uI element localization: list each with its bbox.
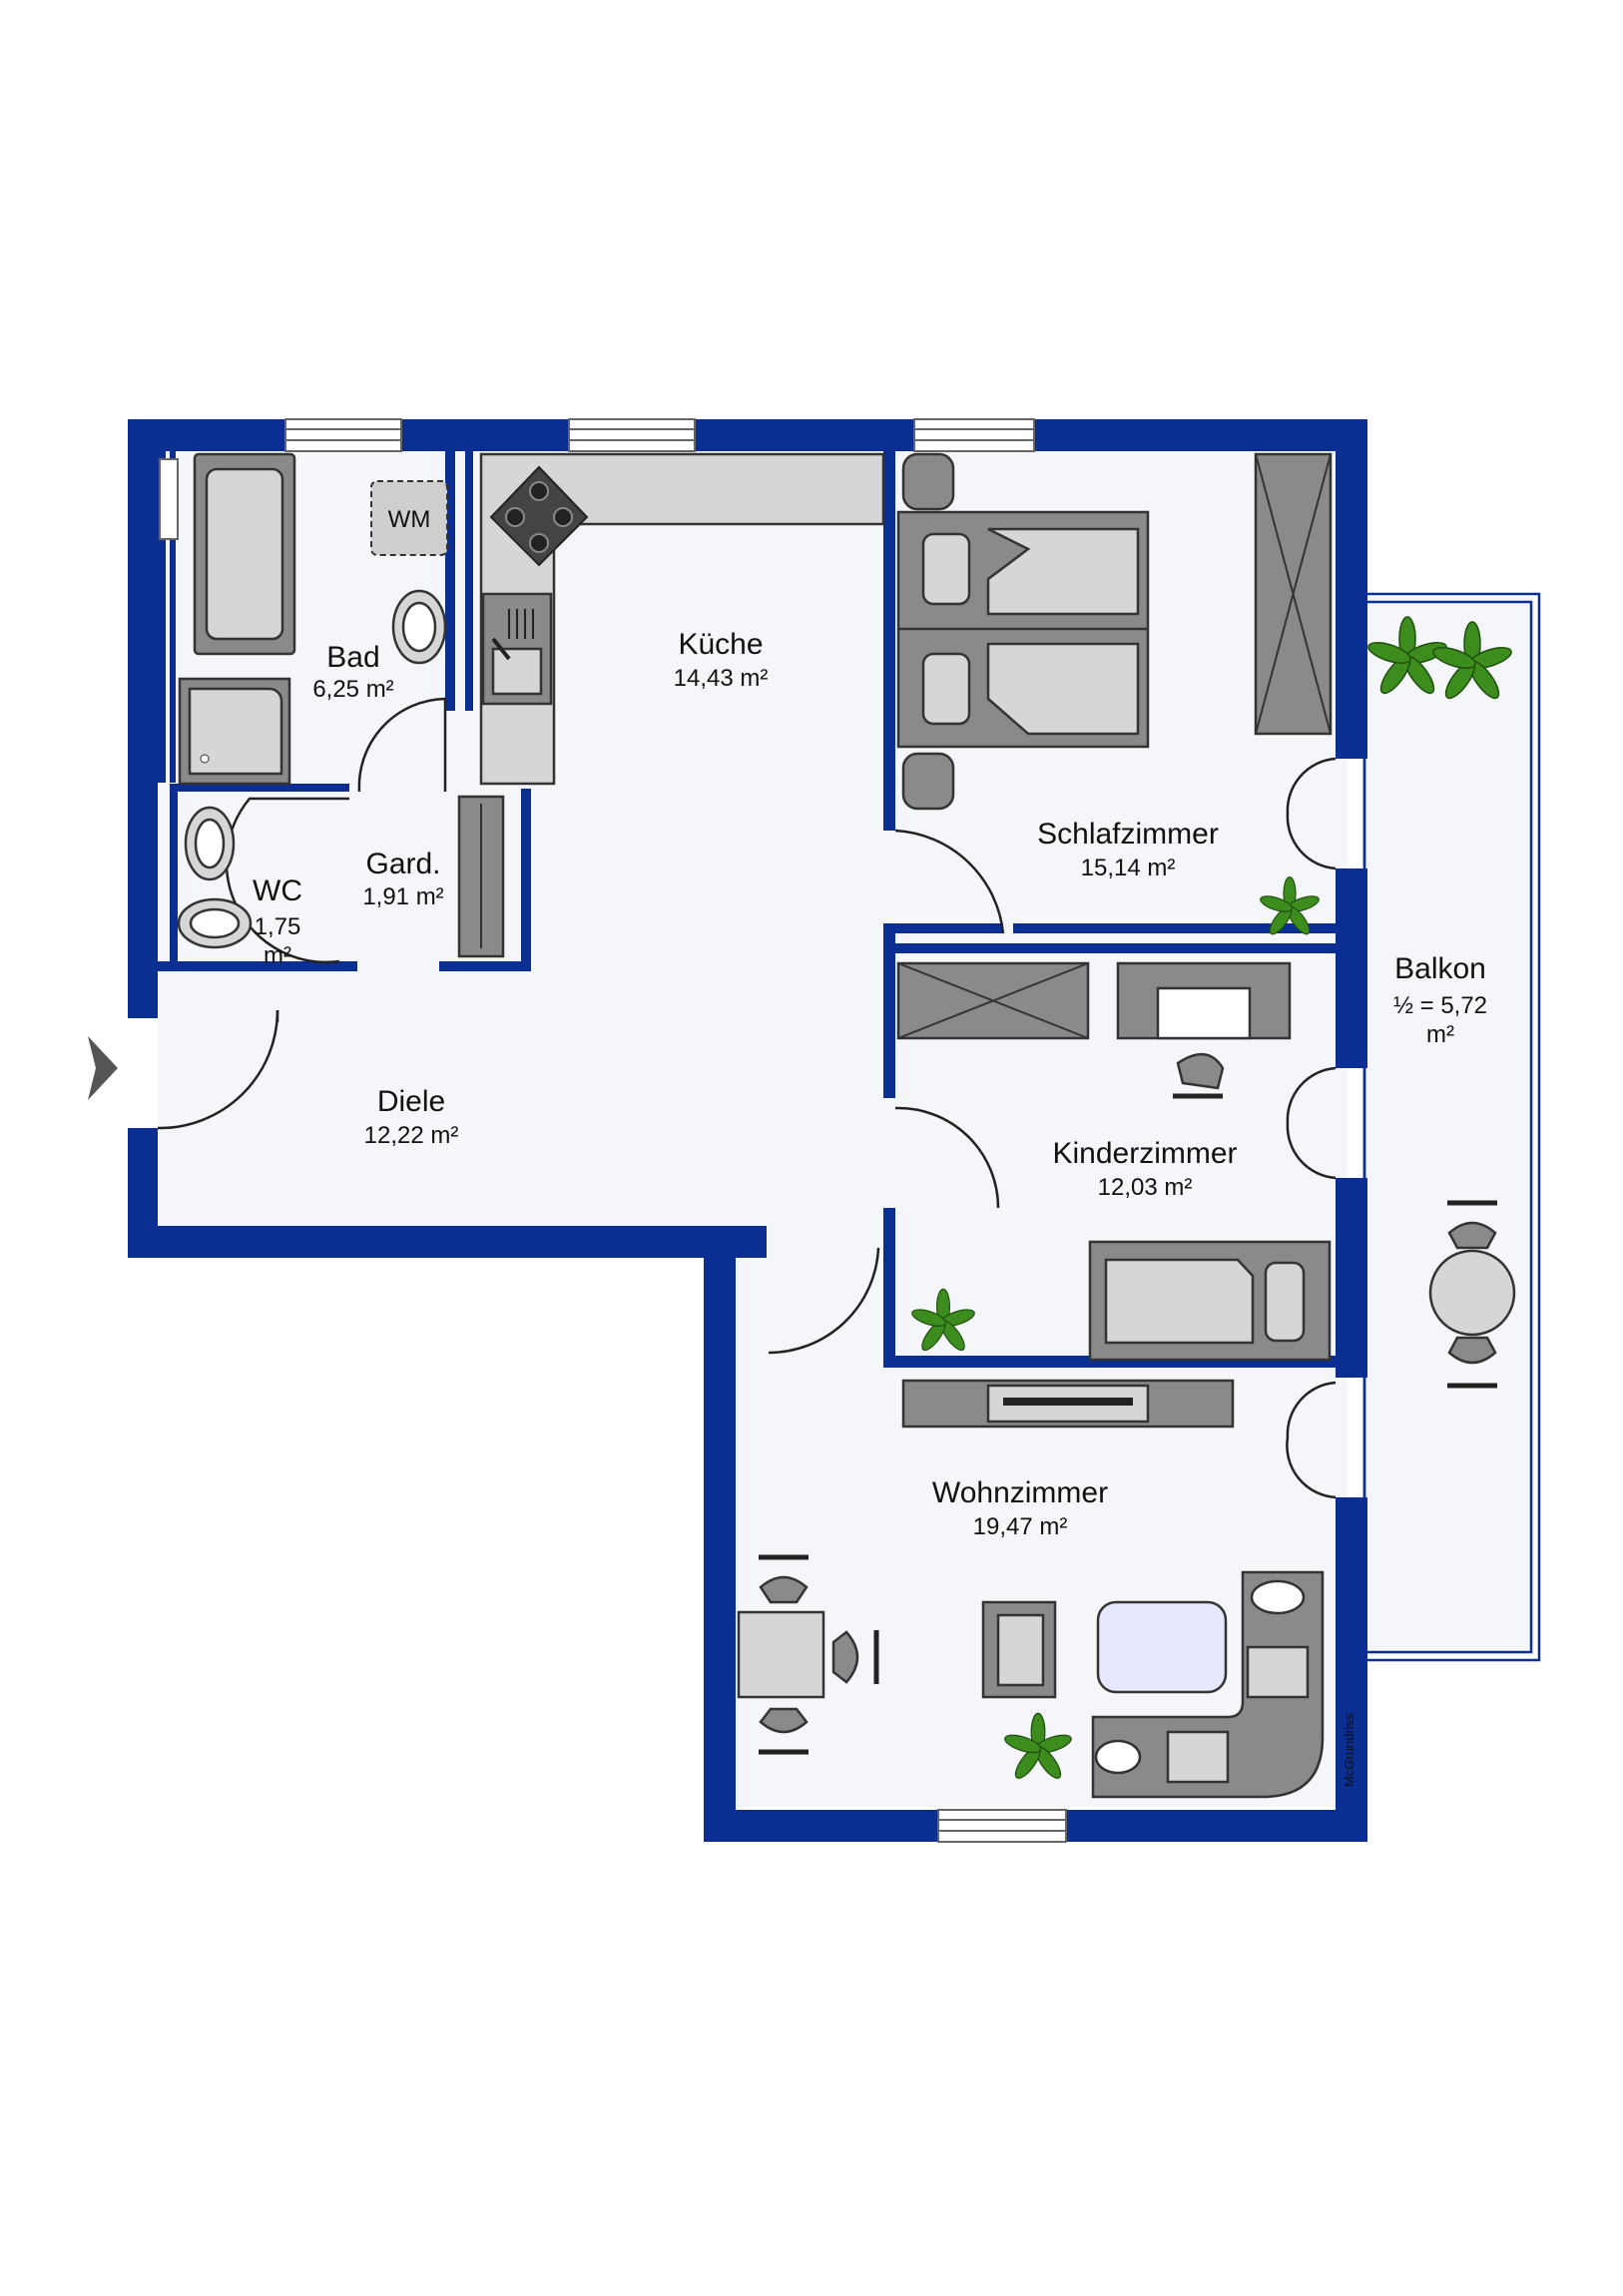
nightstand-bottom	[901, 752, 955, 811]
balcony-door-wohnzimmer	[1286, 1381, 1337, 1499]
dining-chair-top	[759, 1554, 809, 1604]
stove-icon	[489, 465, 589, 567]
window-kueche	[568, 418, 696, 452]
wc-sink	[184, 806, 236, 881]
armchair	[981, 1600, 1057, 1699]
room-label-balkon: Balkon ½ = 5,72 m²	[1393, 952, 1487, 1048]
door-wohnzimmer	[768, 1247, 880, 1355]
nightstand-top	[901, 452, 955, 511]
room-label-gard: Gard. 1,91 m²	[362, 848, 443, 910]
room-area: 14,43 m²	[674, 665, 769, 692]
room-name: Wohnzimmer	[932, 1476, 1108, 1509]
room-labels: Bad 6,25 m² Küche 14,43 m² Schlafzimmer …	[253, 628, 1487, 1540]
room-name: Bad	[326, 641, 379, 674]
entrance-door	[157, 1009, 279, 1130]
wardrobe-schlafzimmer	[1254, 452, 1333, 736]
room-area: 6,25 m²	[312, 676, 393, 703]
doors	[88, 697, 1337, 1499]
room-name: Gard.	[365, 848, 440, 880]
coffee-table	[1096, 1600, 1228, 1694]
wardrobe-kinderzimmer	[896, 961, 1090, 1040]
plant-icon	[911, 1288, 975, 1352]
room-label-diele: Diele 12,22 m²	[364, 1085, 459, 1149]
plant-icon	[1004, 1712, 1072, 1779]
room-label-schlafzimmer: Schlafzimmer 15,14 m²	[1037, 818, 1219, 881]
balcony-chair-top	[1447, 1200, 1497, 1250]
room-name: Kinderzimmer	[1052, 1137, 1237, 1170]
chair-kinderzimmer	[1173, 1053, 1225, 1099]
room-area: 12,22 m²	[364, 1122, 459, 1149]
balcony-door-schlafzimmer	[1286, 757, 1337, 870]
room-area: 1,75	[255, 913, 301, 940]
washing-machine-label: WM	[388, 506, 431, 533]
room-area: 12,03 m²	[1098, 1174, 1193, 1201]
plant-icon	[1260, 875, 1320, 935]
bathtub	[193, 452, 296, 656]
windows	[159, 418, 1067, 1843]
balcony-table	[1428, 1249, 1516, 1337]
wardrobe-gard	[457, 795, 505, 958]
balcony-door-kinderzimmer	[1286, 1066, 1337, 1180]
room-name: Schlafzimmer	[1037, 818, 1219, 851]
entrance-arrow-icon	[88, 1036, 118, 1100]
double-bed	[896, 510, 1150, 749]
room-name: Diele	[377, 1085, 445, 1118]
room-area-unit: m²	[264, 942, 291, 969]
bad-sink	[391, 589, 447, 665]
room-name: WC	[253, 874, 302, 907]
corner-sofa	[1091, 1570, 1325, 1799]
shower	[178, 677, 291, 786]
window-wohnzimmer	[937, 1809, 1067, 1843]
kitchen-sink-icon	[481, 592, 553, 706]
room-area: ½ = 5,72	[1393, 992, 1487, 1019]
room-name: Balkon	[1394, 952, 1486, 985]
dining-table	[737, 1610, 825, 1699]
room-area: 19,47 m²	[973, 1513, 1068, 1540]
credit-label: McGrundriss	[1342, 1713, 1356, 1787]
room-area-unit: m²	[1426, 1021, 1454, 1048]
room-label-wohnzimmer: Wohnzimmer 19,47 m²	[932, 1476, 1108, 1540]
door-schlafzimmer	[894, 829, 1005, 934]
plant-icon	[1367, 616, 1447, 695]
room-name: Küche	[678, 628, 763, 661]
washing-machine: WM	[370, 480, 448, 556]
room-area: 1,91 m²	[362, 883, 443, 910]
desk-kinderzimmer	[1116, 961, 1292, 1040]
tv-sideboard	[901, 1379, 1235, 1429]
plant-icon	[1432, 621, 1512, 700]
room-label-kueche: Küche 14,43 m²	[674, 628, 769, 692]
balcony-railing	[1362, 592, 1541, 1662]
room-label-kinderzimmer: Kinderzimmer 12,03 m²	[1052, 1137, 1237, 1201]
balcony-floor	[1364, 597, 1534, 1655]
dining-chair-right	[831, 1630, 879, 1684]
window-bad-side	[159, 458, 179, 540]
room-label-bad: Bad 6,25 m²	[312, 641, 393, 703]
door-kinderzimmer	[894, 1106, 1000, 1209]
single-bed	[1088, 1240, 1332, 1362]
interior-walls	[158, 451, 1338, 1368]
window-schlafzimmer	[913, 418, 1035, 452]
wc-toilet	[177, 897, 253, 949]
room-area: 15,14 m²	[1081, 855, 1176, 881]
room-label-wc: WC 1,75 m²	[253, 874, 302, 969]
window-bad	[284, 418, 402, 452]
dining-chair-bottom	[759, 1707, 809, 1755]
door-bad	[357, 697, 447, 793]
balcony-chair-bottom	[1447, 1336, 1497, 1389]
